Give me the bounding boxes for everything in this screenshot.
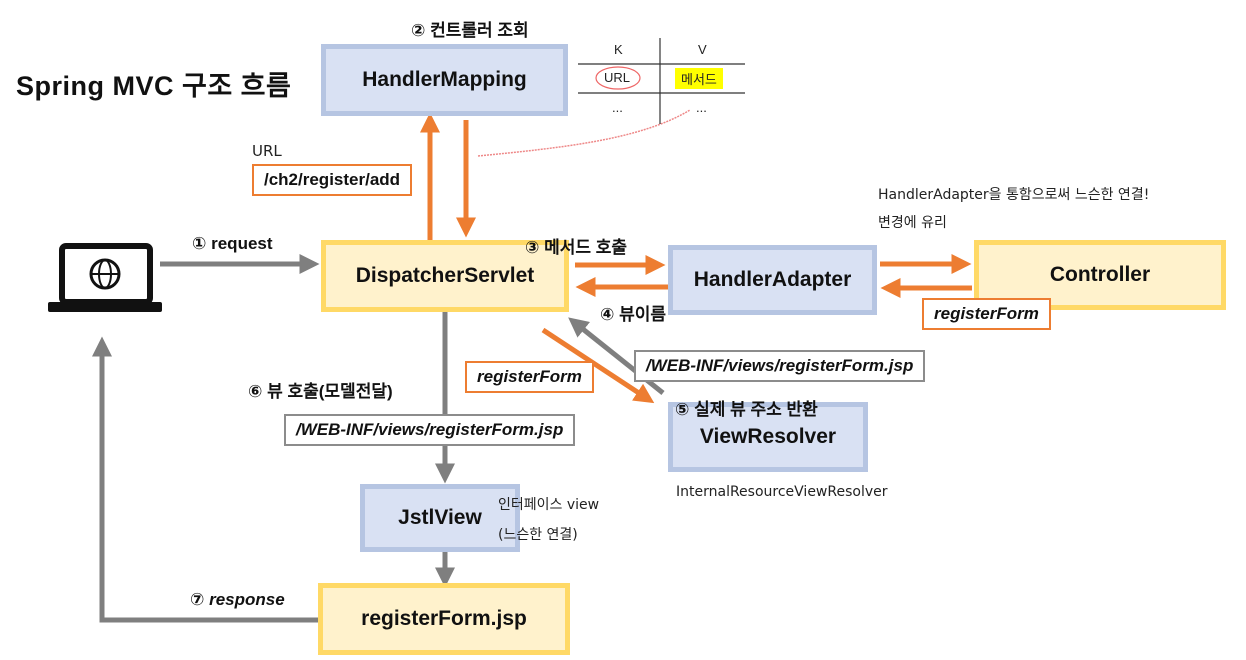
- register-form-view-box: registerForm: [465, 361, 594, 393]
- jstl-view-node[interactable]: JstlView: [360, 484, 520, 552]
- url-note: URL: [252, 142, 282, 160]
- handler-mapping-node[interactable]: HandlerMapping: [321, 44, 568, 116]
- table-value-header: V: [698, 42, 707, 57]
- view-resolver-node[interactable]: ViewResolver: [668, 402, 868, 472]
- step5-label: ⑤ 실제 뷰 주소 반환: [675, 400, 818, 419]
- url-circle: [595, 66, 641, 90]
- table-link-line: [477, 109, 691, 157]
- response-arrow: [92, 336, 320, 623]
- jstl-note-line1: 인터페이스 view: [498, 497, 600, 513]
- resolver-impl-note: InternalResourceViewResolver: [676, 484, 888, 500]
- resolve-arrow: [541, 327, 655, 404]
- laptop-icon: [48, 243, 162, 312]
- step6-label: ⑥ 뷰 호출(모델전달): [248, 382, 393, 401]
- handler-adapter-node[interactable]: HandlerAdapter: [668, 245, 877, 315]
- step3-label: ③ 메서드 호출: [525, 238, 628, 257]
- table-row2-value: ...: [696, 100, 707, 115]
- view-path-jstl-box: /WEB-INF/views/registerForm.jsp: [284, 414, 576, 446]
- step1-label: ① request: [192, 234, 273, 253]
- adapter-note-line1: HandlerAdapter을 통함으로써 느슨한 연결!: [878, 187, 1150, 203]
- step4-label: ④ 뷰이름: [600, 305, 667, 324]
- view-path-resolver-box: /WEB-INF/views/registerForm.jsp: [634, 350, 926, 382]
- dispatcher-servlet-node[interactable]: DispatcherServlet: [321, 240, 569, 312]
- url-path-box: /ch2/register/add: [252, 164, 413, 196]
- page-title: Spring MVC 구조 흐름: [16, 71, 292, 101]
- table-row2-key: ...: [612, 100, 623, 115]
- jstl-note-line2: (느슨한 연결): [498, 527, 578, 543]
- step7-label: ⑦ response: [190, 590, 285, 609]
- table-row1-key: URL: [604, 70, 631, 85]
- step2-label: ② 컨트롤러 조회: [411, 21, 529, 40]
- register-form-controller-box: registerForm: [922, 298, 1051, 330]
- table-row1-value: 메서드: [675, 68, 723, 89]
- table-key-header: K: [614, 42, 623, 57]
- register-form-jsp-node[interactable]: registerForm.jsp: [318, 583, 570, 655]
- adapter-note-line2: 변경에 유리: [878, 215, 947, 231]
